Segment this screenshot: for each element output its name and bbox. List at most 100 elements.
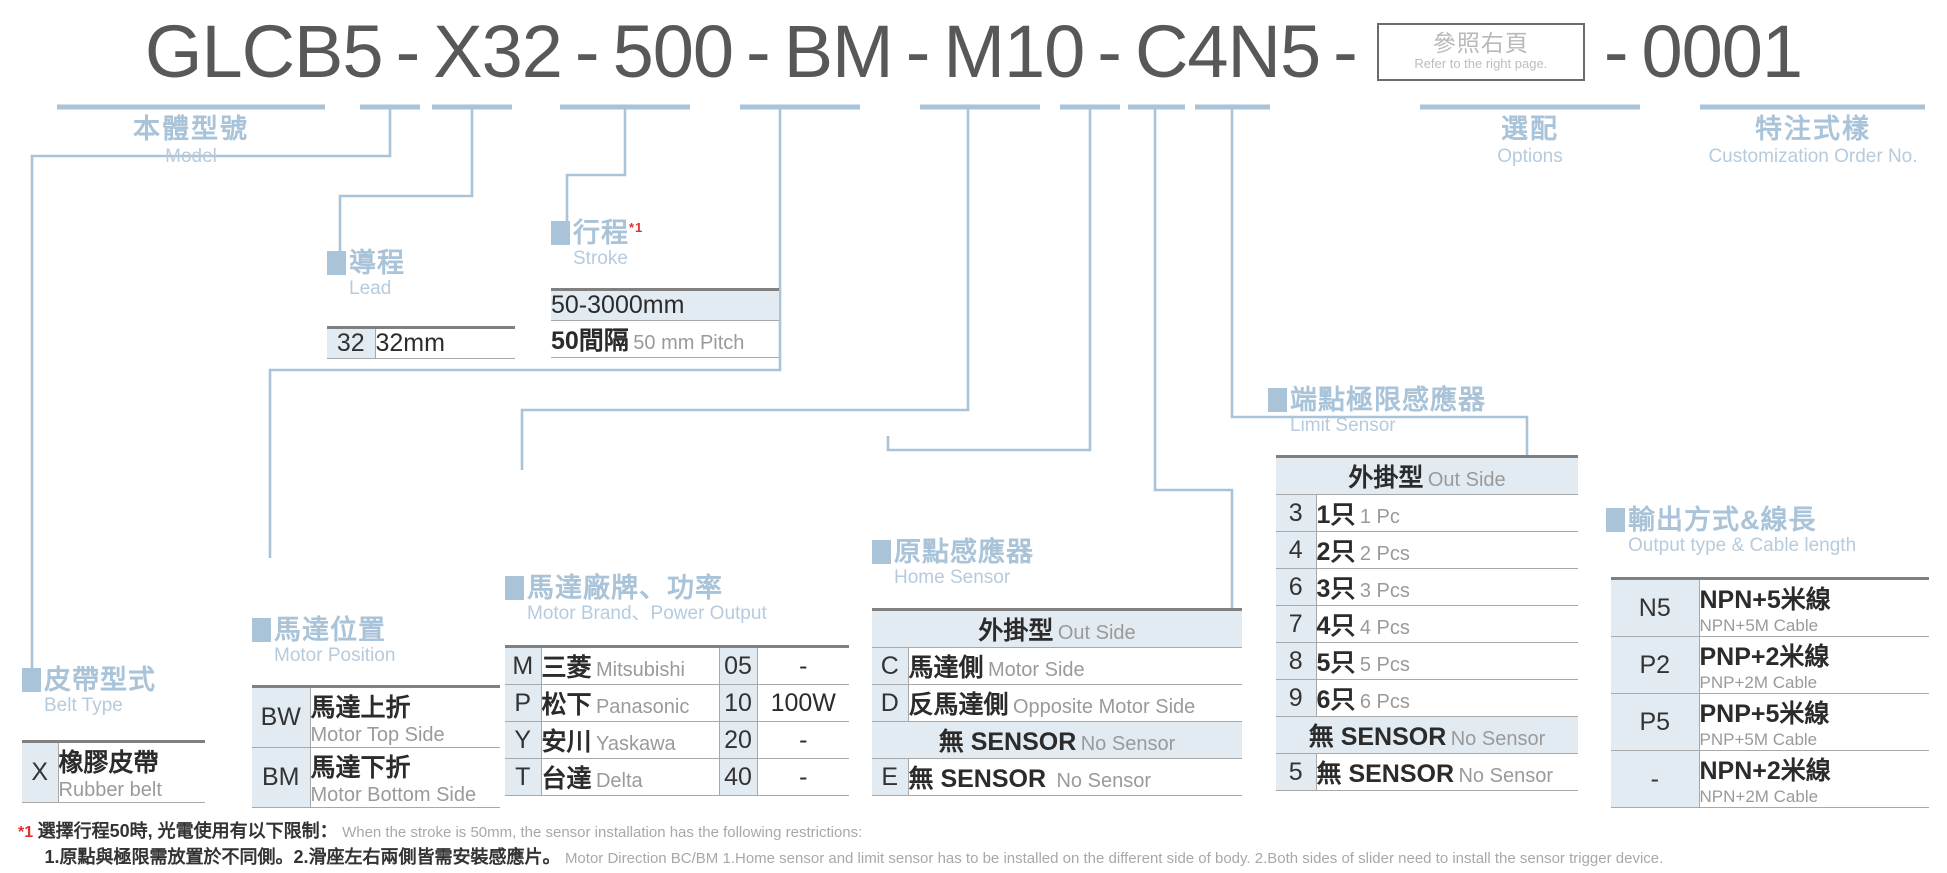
- home-sensor-nosensor-header-zh: 無 SENSOR: [938, 728, 1077, 756]
- bullet-square-icon: [551, 221, 570, 245]
- section-motor-position-zh-text: 馬達位置: [274, 615, 386, 645]
- heading-model-zh: 本體型號: [133, 114, 249, 144]
- power-value-text: -: [799, 725, 808, 754]
- heading-customization-en: Customization Order No.: [1708, 146, 1918, 168]
- section-home-sensor-zh: 原點感應器: [872, 537, 1034, 567]
- home-sensor-code: E: [872, 758, 908, 796]
- lead-code: 32: [327, 326, 375, 359]
- belt-code: X: [22, 740, 58, 803]
- table-row: 6 3只 3 Pcs: [1276, 568, 1578, 606]
- table-motor-position: BW 馬達上折 Motor Top Side BM 馬達下折 Motor Bot…: [252, 685, 500, 808]
- section-output-cable: 輸出方式&線長 Output type & Cable length: [1606, 505, 1856, 558]
- section-limit-sensor: 端點極限感應器 Limit Sensor: [1268, 385, 1486, 438]
- home-sensor-code: C: [872, 647, 908, 685]
- motor-position-desc: 馬達上折 Motor Top Side: [309, 685, 500, 748]
- limit-sensor-nosensor-header-zh: 無 SENSOR: [1308, 723, 1447, 751]
- section-stroke: 行程*1 Stroke: [551, 218, 643, 271]
- table-row: P 松下 Panasonic 10 100W: [505, 684, 849, 722]
- limit-sensor-nosensor-header-en: No Sensor: [1450, 728, 1546, 750]
- power-value: -: [756, 645, 849, 685]
- section-home-sensor-zh-text: 原點感應器: [894, 537, 1034, 567]
- limit-sensor-qty-zh: 無 SENSOR: [1316, 760, 1455, 788]
- belt-desc-en: Rubber belt: [58, 779, 162, 801]
- motor-position-code: BW: [252, 685, 310, 748]
- motor-brand-name: 三菱 Mitsubishi: [540, 645, 719, 685]
- table-lead: 32 32mm: [327, 326, 515, 359]
- motor-brand-name-zh: 松下: [541, 691, 592, 719]
- section-belt-type-en: Belt Type: [44, 695, 123, 717]
- table-row: 5 無 SENSOR No Sensor: [1276, 753, 1578, 791]
- code-separator: -: [905, 10, 931, 93]
- belt-desc-zh: 橡膠皮帶: [58, 749, 159, 777]
- section-stroke-zh-text: 行程: [573, 218, 629, 248]
- motor-brand-code: Y: [505, 721, 541, 759]
- output-cable-code: P5: [1611, 693, 1699, 751]
- bullet-square-icon: [252, 618, 271, 642]
- output-cable-desc-en: NPN+2M Cable: [1699, 787, 1819, 806]
- power-value-text: -: [799, 762, 808, 791]
- table-row: 7 4只 4 Pcs: [1276, 605, 1578, 643]
- limit-sensor-outside-header-zh: 外掛型: [1348, 464, 1424, 492]
- limit-sensor-nosensor-header: 無 SENSOR No Sensor: [1276, 716, 1578, 754]
- limit-sensor-qty: 2只 2 Pcs: [1315, 531, 1578, 569]
- stroke-pitch-en: 50 mm Pitch: [633, 332, 745, 354]
- power-code: 40: [718, 758, 757, 796]
- table-row: 50-3000mm: [551, 288, 779, 321]
- footnote-line-1: *1 選擇行程50時, 光電使用有以下限制： When the stroke i…: [18, 818, 1938, 844]
- motor-brand-code: M: [505, 645, 541, 685]
- footnote-marker: *1: [629, 220, 644, 235]
- motor-brand-name: 松下 Panasonic: [540, 684, 719, 722]
- motor-brand-name-en: Yaskawa: [595, 733, 676, 755]
- lead-value: 32mm: [374, 326, 515, 359]
- options-reference-box: 參照右頁 Refer to the right page.: [1376, 23, 1585, 81]
- motor-brand-code: P: [505, 684, 541, 722]
- section-motor-brand-zh: 馬達廠牌、功率: [505, 573, 767, 603]
- motor-position-desc: 馬達下折 Motor Bottom Side: [309, 747, 500, 808]
- limit-sensor-outside-header-en: Out Side: [1427, 469, 1506, 491]
- table-row: 32 32mm: [327, 326, 515, 359]
- heading-options-en: Options: [1497, 146, 1563, 168]
- motor-brand-name: 安川 Yaskawa: [540, 721, 719, 759]
- bullet-square-icon: [1606, 508, 1625, 532]
- limit-sensor-qty-zh: 4只: [1316, 612, 1356, 640]
- limit-sensor-qty-en: 5 Pcs: [1359, 654, 1410, 676]
- power-value: -: [756, 758, 849, 796]
- section-home-sensor: 原點感應器 Home Sensor: [872, 537, 1034, 590]
- motor-brand-code: T: [505, 758, 541, 796]
- code-separator: -: [746, 10, 771, 93]
- section-motor-brand-zh-text: 馬達廠牌、功率: [527, 573, 723, 603]
- limit-sensor-code: 8: [1276, 642, 1316, 680]
- table-row: N5 NPN+5米線 NPN+5M Cable: [1611, 577, 1929, 637]
- table-row: Y 安川 Yaskawa 20 -: [505, 721, 849, 759]
- power-value-text: 100W: [770, 688, 836, 717]
- heading-options-zh: 選配: [1501, 114, 1559, 144]
- table-header-row: 外掛型 Out Side: [1276, 455, 1578, 495]
- output-cable-code: N5: [1611, 577, 1699, 637]
- limit-sensor-qty-en: 6 Pcs: [1359, 691, 1410, 713]
- limit-sensor-qty-en: 4 Pcs: [1359, 617, 1410, 639]
- motor-position-desc-en: Motor Bottom Side: [310, 784, 477, 806]
- table-row: P5 PNP+5米線 PNP+5M Cable: [1611, 693, 1929, 751]
- motor-position-desc-en: Motor Top Side: [310, 724, 445, 746]
- limit-sensor-qty: 3只 3 Pcs: [1315, 568, 1578, 606]
- home-sensor-desc: 無 SENSOR No Sensor: [907, 758, 1242, 796]
- output-cable-desc-zh: PNP+5米線: [1699, 700, 1830, 728]
- section-motor-position: 馬達位置 Motor Position: [252, 615, 395, 668]
- output-cable-code: P2: [1611, 636, 1699, 694]
- table-row: E 無 SENSOR No Sensor: [872, 758, 1242, 796]
- limit-sensor-qty-zh: 3只: [1316, 575, 1356, 603]
- section-limit-sensor-zh-text: 端點極限感應器: [1290, 385, 1486, 415]
- section-lead: 導程 Lead: [327, 248, 405, 301]
- table-row: X 橡膠皮帶 Rubber belt: [22, 740, 205, 803]
- limit-sensor-qty: 6只 6 Pcs: [1315, 679, 1578, 717]
- code-segment-motor-position: BM: [783, 10, 894, 93]
- table-row: M 三菱 Mitsubishi 05 -: [505, 645, 849, 685]
- table-row: P2 PNP+2米線 PNP+2M Cable: [1611, 636, 1929, 694]
- table-limit-sensor: 外掛型 Out Side 3 1只 1 Pc 4 2只 2 Pcs 6 3只 3…: [1276, 455, 1578, 791]
- footnote-marker: *1: [18, 824, 34, 841]
- code-separator: -: [1603, 10, 1629, 93]
- table-row: 50間隔 50 mm Pitch: [551, 320, 779, 358]
- limit-sensor-qty-en: 2 Pcs: [1359, 543, 1410, 565]
- output-cable-desc-zh: PNP+2米線: [1699, 643, 1830, 671]
- bullet-square-icon: [327, 251, 346, 275]
